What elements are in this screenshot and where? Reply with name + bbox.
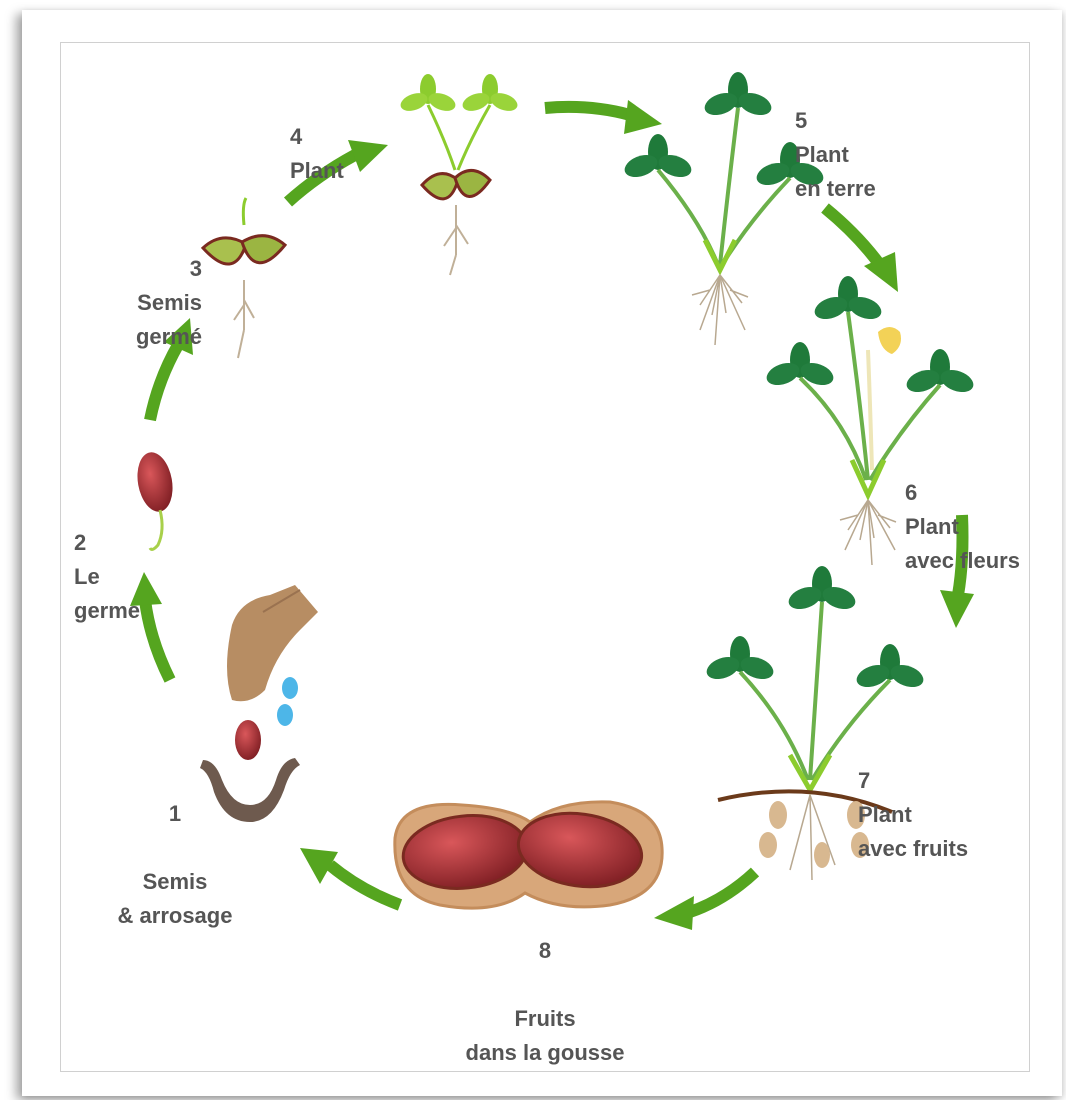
stage-3-text: Semis germé (136, 290, 202, 349)
stage-8-text: Fruits dans la gousse (466, 1006, 625, 1065)
stage-5-label: 5 Plant en terre (795, 70, 915, 206)
stage-8-number: 8 (539, 938, 551, 963)
stage-6-number: 6 (905, 480, 917, 505)
stage-8-label: 8 Fruits dans la gousse (440, 900, 650, 1070)
stage-5-text: Plant en terre (795, 142, 876, 201)
stage-1-number: 1 (169, 801, 181, 826)
germinated-seedling-icon (203, 198, 285, 358)
stage-3-label: 3 Semis germé (92, 218, 202, 354)
stage-6-label: 6 Plant avec fleurs (905, 442, 1045, 578)
arrow-7-to-8 (654, 872, 755, 930)
stage-1-text: Semis & arrosage (118, 869, 233, 928)
stage-4-label: 4 Plant (290, 86, 400, 188)
stage-1-label: 1 Semis & arrosage (110, 763, 240, 933)
peanut-pod-icon (395, 802, 662, 908)
stage-5-number: 5 (795, 108, 807, 133)
stage-6-text: Plant avec fleurs (905, 514, 1020, 573)
stage-2-number: 2 (74, 530, 86, 555)
stage-2-label: 2 Le germe (74, 492, 164, 628)
stage-4-text: Plant (290, 158, 344, 183)
stage-3-number: 3 (190, 256, 202, 281)
stage-4-number: 4 (290, 124, 302, 149)
arrow-8-to-1 (300, 848, 400, 905)
seedling-icon (398, 74, 520, 275)
stage-2-text: Le germe (74, 564, 140, 623)
stage-7-number: 7 (858, 768, 870, 793)
arrow-5-to-6 (825, 208, 898, 292)
stage-7-text: Plant avec fruits (858, 802, 968, 861)
arrow-4-to-5 (545, 100, 662, 134)
stage-7-label: 7 Plant avec fruits (858, 730, 998, 866)
